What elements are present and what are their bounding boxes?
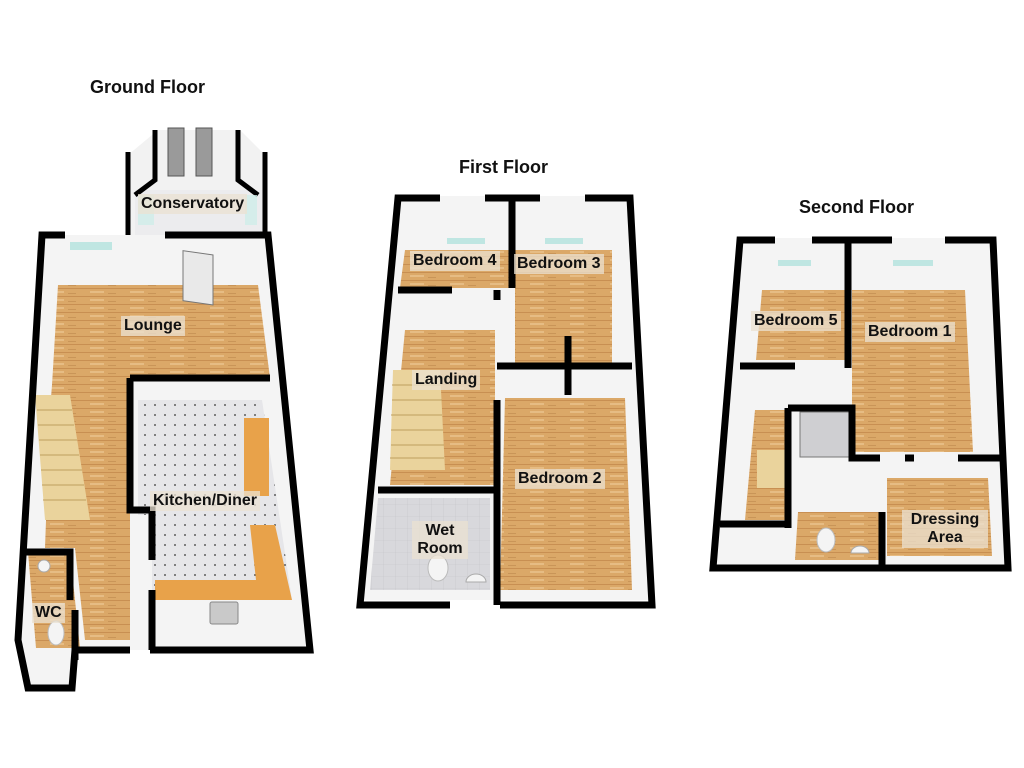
landing-label: Landing bbox=[412, 370, 481, 390]
bedroom-3-window bbox=[545, 238, 583, 244]
wet-room-label: Wet Room bbox=[412, 521, 468, 559]
wet-room-basin-icon bbox=[465, 573, 487, 583]
kitchen-sink-icon bbox=[209, 601, 239, 625]
bedroom-2-floor bbox=[500, 398, 632, 590]
second-floor-title: Second Floor bbox=[799, 197, 915, 217]
first-floor-plan bbox=[356, 194, 656, 609]
lounge-door bbox=[182, 250, 214, 306]
lounge-floor bbox=[50, 285, 270, 410]
bedroom-5-window bbox=[778, 260, 811, 266]
wc-basin-icon bbox=[37, 559, 51, 573]
bedroom-4-label: Bedroom 4 bbox=[410, 251, 500, 271]
bedroom-1-floor bbox=[852, 290, 973, 452]
bedroom-3-floor bbox=[515, 250, 612, 366]
bedroom-3-label: Bedroom 3 bbox=[514, 254, 604, 274]
bedroom-1-label: Bedroom 1 bbox=[865, 322, 955, 342]
wc-label: WC bbox=[32, 603, 65, 623]
conservatory-door-left bbox=[167, 127, 185, 177]
ensuite-basin-icon bbox=[850, 545, 870, 554]
ground-stairs bbox=[35, 395, 90, 520]
ensuite-toilet-icon bbox=[816, 527, 836, 553]
kitchen-worktop-upper bbox=[244, 418, 269, 496]
wc-toilet-icon bbox=[47, 620, 65, 646]
bedroom-1-window bbox=[893, 260, 933, 266]
bedroom-4-window bbox=[447, 238, 485, 244]
lounge-label: Lounge bbox=[121, 316, 185, 336]
conservatory-label: Conservatory bbox=[138, 194, 248, 214]
bedroom-2-label: Bedroom 2 bbox=[515, 469, 605, 489]
kitchen-worktop-lower bbox=[155, 525, 292, 600]
second-floor-stairs bbox=[757, 450, 785, 488]
conservatory-room bbox=[125, 127, 268, 235]
dressing-area-label: Dressing Area bbox=[902, 510, 988, 548]
conservatory-door-right bbox=[195, 127, 213, 177]
kitchen-diner-label: Kitchen/Diner bbox=[150, 491, 261, 511]
bedroom-5-label: Bedroom 5 bbox=[751, 311, 841, 331]
shower-enclosure bbox=[799, 411, 851, 458]
first-floor-title: First Floor bbox=[459, 157, 548, 177]
ground-floor-title: Ground Floor bbox=[90, 77, 205, 97]
lounge-window bbox=[70, 242, 112, 250]
